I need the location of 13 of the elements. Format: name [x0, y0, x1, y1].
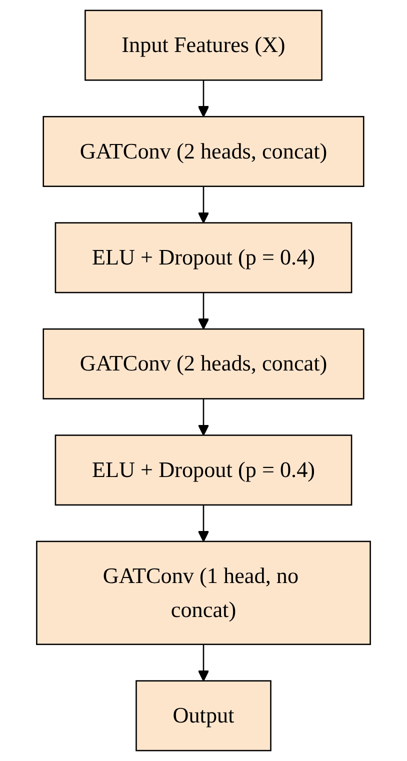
arrow	[198, 292, 210, 330]
node-box: ELU + Dropout (p = 0.4)	[54, 434, 352, 506]
arrow	[198, 186, 210, 224]
arrow	[198, 398, 210, 436]
arrow	[198, 504, 210, 542]
arrow	[198, 644, 210, 682]
node-box: GATConv (2 heads, concat)	[42, 328, 364, 400]
node-box: Input Features (X)	[84, 10, 322, 81]
node-box: GATConv (2 heads, concat)	[42, 116, 364, 187]
node-box: GATConv (1 head, no concat)	[36, 540, 371, 646]
node-box: Output	[136, 680, 272, 752]
node-box: ELU + Dropout (p = 0.4)	[54, 222, 352, 294]
arrow	[198, 80, 210, 118]
